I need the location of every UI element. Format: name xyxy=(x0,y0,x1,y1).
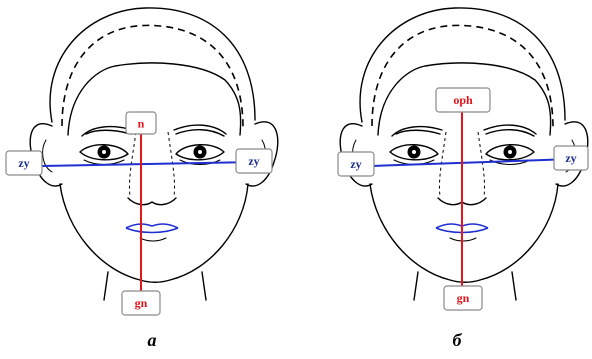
panel-a-caption: а xyxy=(148,330,157,350)
panel-b-caption: б xyxy=(453,330,463,350)
svg-text:zy: zy xyxy=(248,154,259,168)
svg-text:oph: oph xyxy=(453,93,473,107)
svg-text:zy: zy xyxy=(18,156,29,170)
svg-text:zy: zy xyxy=(350,157,361,171)
svg-text:gn: gn xyxy=(135,296,148,310)
panel-b: oph zy zy gn б xyxy=(338,8,588,350)
landmark-zy-left-label-a: zy xyxy=(6,151,42,175)
panel-a: n zy zy gn а xyxy=(6,8,278,350)
landmark-gn-label-a: gn xyxy=(122,291,160,315)
landmark-zy-left-label-b: zy xyxy=(338,152,374,176)
landmark-n-label: n xyxy=(126,112,156,134)
landmark-zy-right-label-a: zy xyxy=(236,149,272,173)
landmark-zy-right-label-b: zy xyxy=(554,146,588,170)
landmark-oph-label: oph xyxy=(436,88,490,112)
landmark-gn-label-b: gn xyxy=(444,286,482,310)
face-drawing-b xyxy=(340,8,588,300)
svg-text:n: n xyxy=(138,117,145,131)
svg-text:zy: zy xyxy=(565,151,576,165)
zy-zy-line-a xyxy=(42,162,258,166)
svg-text:gn: gn xyxy=(457,291,470,305)
